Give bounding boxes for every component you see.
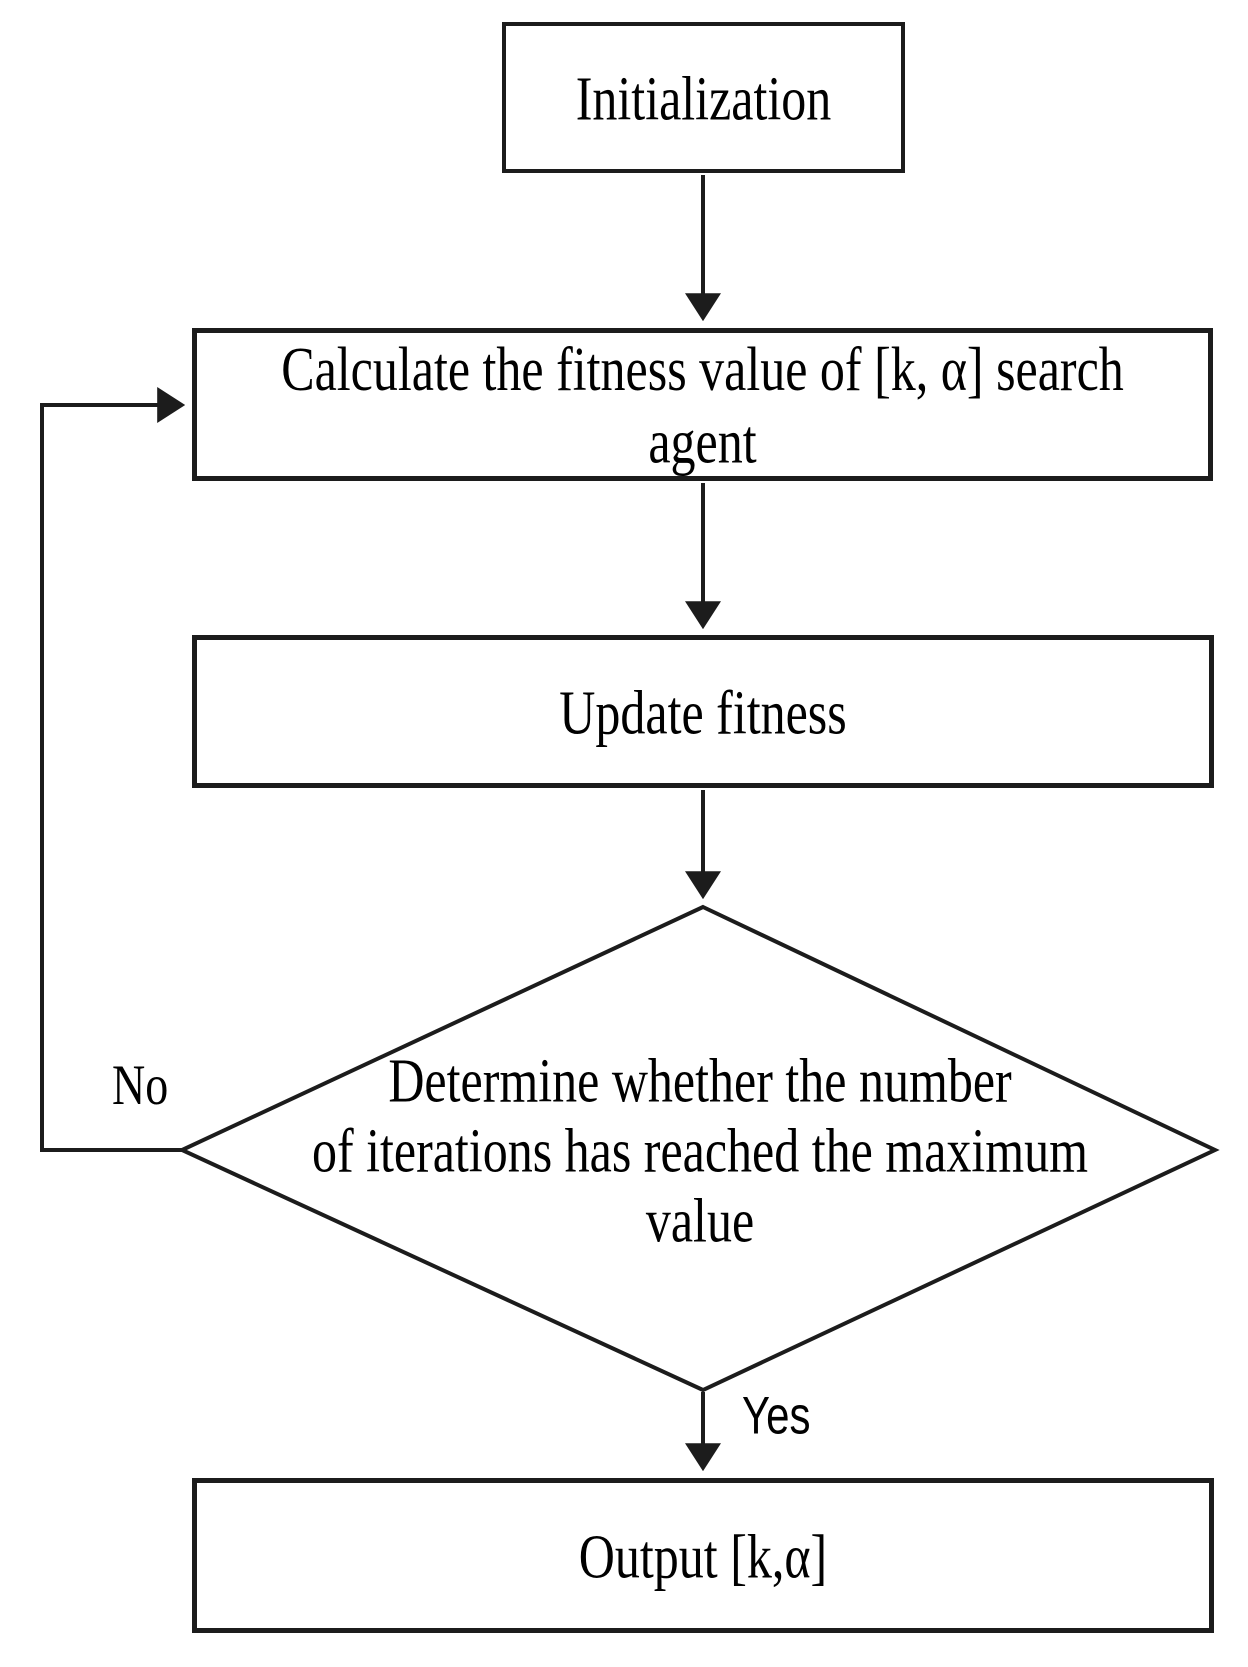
no-edge-label: No [112,1052,169,1117]
decision-label-line1: Determine whether the number [388,1045,1012,1115]
update-fitness-label: Update fitness [559,676,847,747]
calculate-fitness-label: Calculate the fitness value of [k, α] se… [281,332,1124,477]
decision-label-line2: of iterations has reached the maximum [311,1115,1089,1185]
calculate-fitness-label-line1: Calculate the fitness value of [k, α] se… [281,333,1124,404]
calculate-fitness-label-line2: agent [648,405,757,476]
output-box: Output [k,α] [192,1478,1214,1633]
initialization-label: Initialization [575,62,832,133]
update-fitness-box: Update fitness [192,635,1214,788]
decision-label-line3: value [645,1185,755,1255]
decision-diamond-shape [177,904,1220,1393]
output-label: Output [k,α] [578,1520,828,1591]
decision-diamond-label: Determine whether the number of iteratio… [270,1013,1130,1288]
loop-arrow-decision-to-calculate [40,387,186,1152]
initialization-box: Initialization [502,22,905,173]
calculate-fitness-box: Calculate the fitness value of [k, α] se… [192,328,1213,481]
yes-edge-label: Yes [742,1386,811,1445]
